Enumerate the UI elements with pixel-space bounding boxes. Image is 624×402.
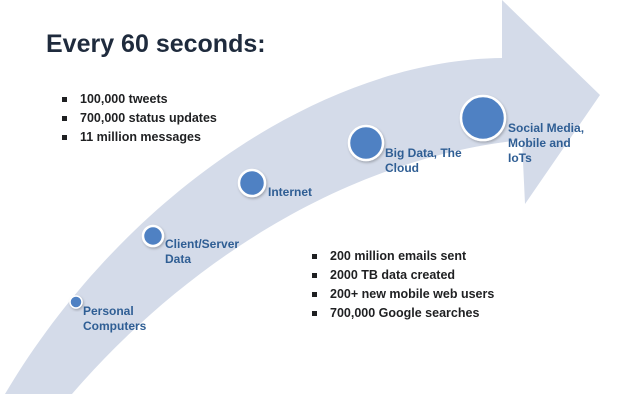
milestone-label-line: Personal — [83, 304, 134, 318]
milestone-circle-personal-computers — [69, 295, 83, 309]
milestone-label-line: Mobile and — [508, 136, 571, 150]
list-item: 100,000 tweets — [58, 90, 217, 109]
milestone-label-line: IoTs — [508, 151, 532, 165]
milestone-circle-internet — [237, 168, 267, 198]
milestone-label-line: Client/Server — [165, 237, 240, 251]
milestone-label-personal-computers: Personal Computers — [83, 304, 146, 334]
milestone-label-line: Computers — [83, 319, 147, 333]
milestone-label-line: Data — [165, 252, 192, 266]
list-item: 200+ new mobile web users — [308, 285, 494, 304]
milestone-circle-client-server — [141, 224, 165, 248]
page-title: Every 60 seconds: — [46, 30, 266, 58]
milestone-label-client-server: Client/Server Data — [165, 237, 239, 267]
milestone-label-line: Internet — [268, 185, 313, 199]
bottom-stats-list: 200 million emails sent 2000 TB data cre… — [308, 247, 494, 323]
milestone-label-big-data: Big Data, The Cloud — [385, 146, 462, 176]
list-item: 2000 TB data created — [308, 266, 494, 285]
milestone-circles — [69, 94, 507, 309]
list-item: 700,000 Google searches — [308, 304, 494, 323]
milestone-label-line: Social Media, — [508, 121, 585, 135]
list-item: 700,000 status updates — [58, 109, 217, 128]
milestone-circle-social-media — [459, 94, 507, 142]
list-item: 200 million emails sent — [308, 247, 494, 266]
milestone-label-line: Cloud — [385, 161, 419, 175]
milestone-circle-big-data — [347, 124, 385, 162]
list-item: 11 million messages — [58, 128, 217, 147]
milestone-label-internet: Internet — [268, 185, 312, 200]
milestone-label-line: Big Data, The — [385, 146, 462, 160]
milestone-label-social-media: Social Media, Mobile and IoTs — [508, 121, 584, 166]
top-stats-list: 100,000 tweets 700,000 status updates 11… — [58, 90, 217, 147]
growth-arrow — [5, 0, 600, 394]
